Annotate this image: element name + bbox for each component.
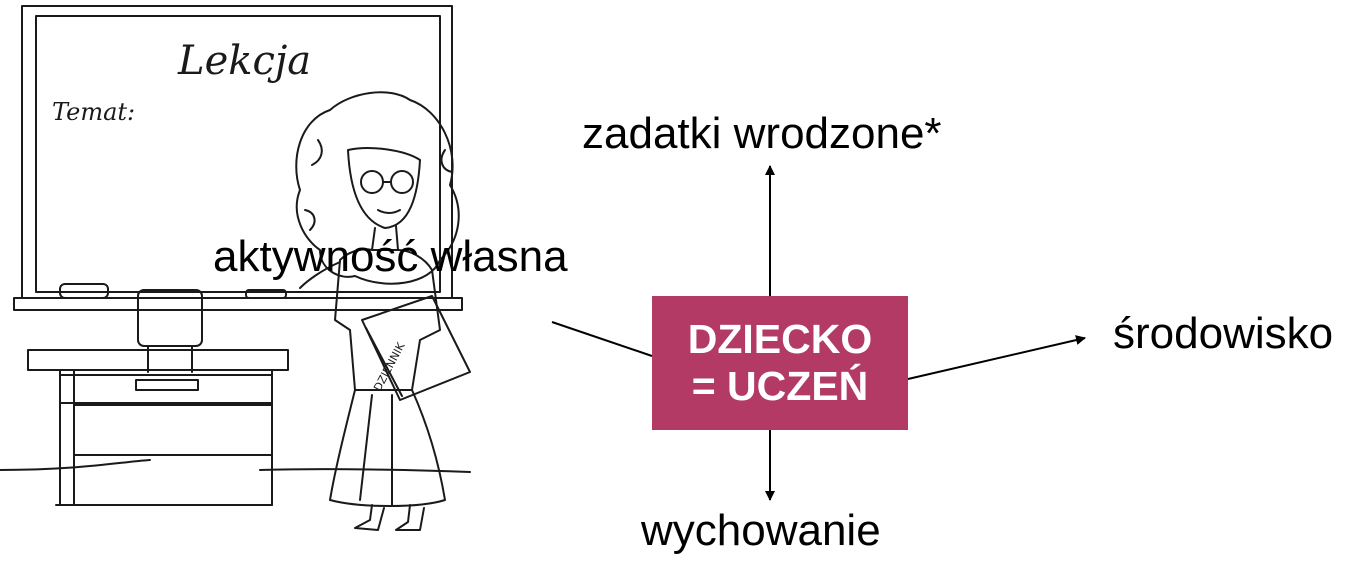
line-left — [551, 321, 653, 357]
board-subject: Temat: — [52, 98, 135, 126]
chair — [135, 289, 203, 391]
label-bottom: wychowanie — [641, 506, 881, 555]
center-label-line1: DZIECKO — [687, 315, 873, 362]
label-left: aktywność własna — [213, 232, 568, 281]
label-top: zadatki wrodzone* — [582, 109, 942, 158]
floor — [0, 459, 471, 473]
teacher-desk — [27, 349, 289, 506]
center-label-line2: = UCZEŃ — [691, 363, 869, 409]
teacher-classroom-illustration: Lekcja Temat: DZIENNIK — [0, 5, 471, 531]
arrow-right — [907, 335, 1086, 380]
center-box: DZIECKO = UCZEŃ — [652, 296, 908, 430]
board-title: Lekcja — [177, 38, 311, 84]
label-right: środowisko — [1113, 309, 1334, 358]
teacher-figure — [295, 91, 471, 531]
